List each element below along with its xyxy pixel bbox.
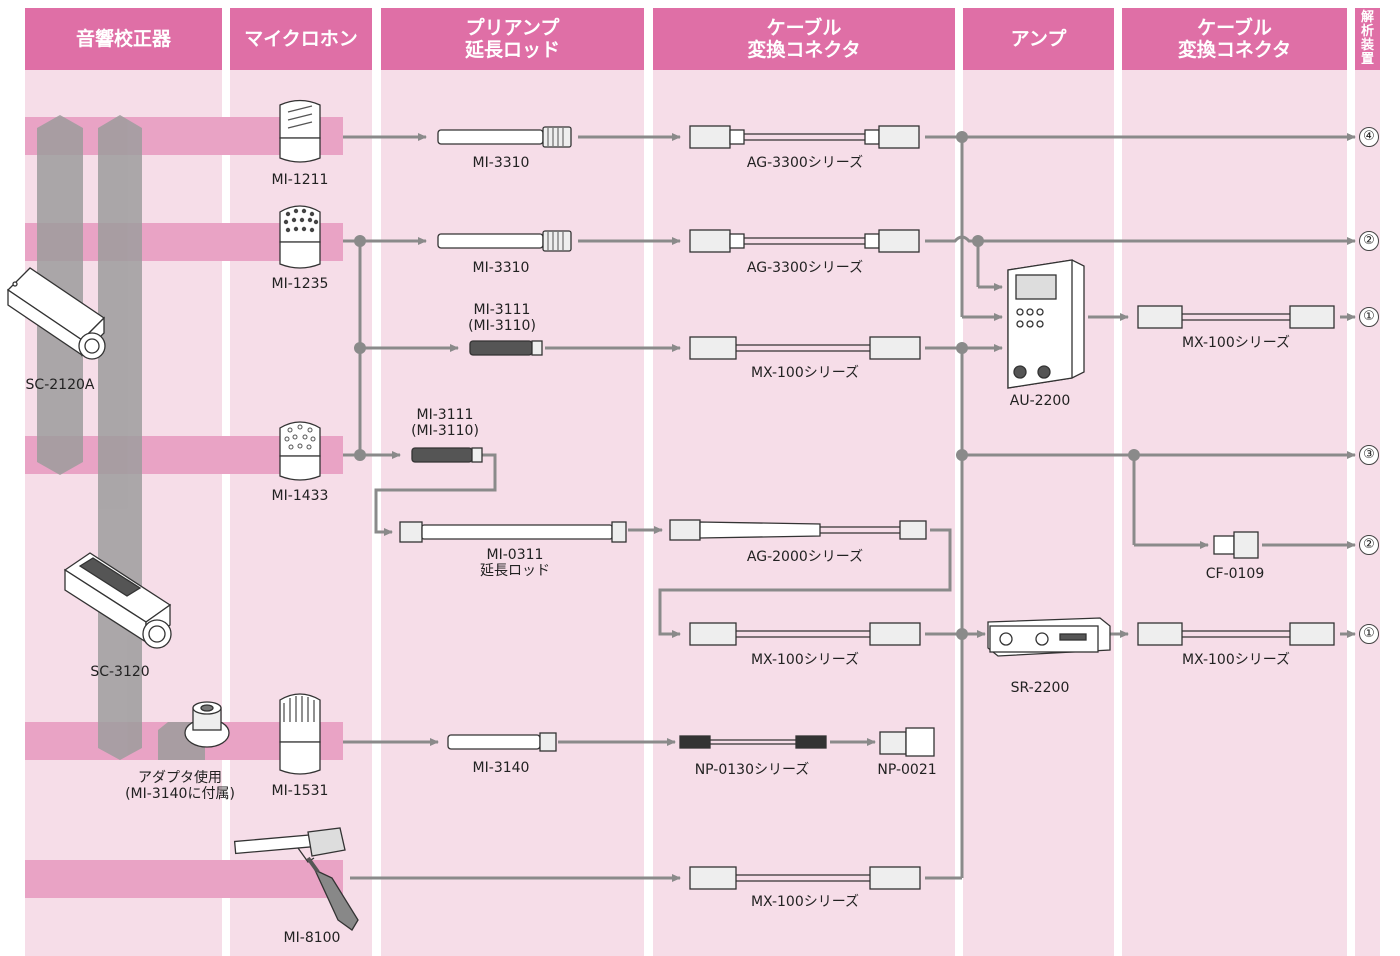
extension-rod-mi0311-icon — [399, 521, 627, 543]
header-cable1-line2: 変換コネクタ — [747, 39, 861, 61]
column-analyzer — [1355, 8, 1380, 956]
header-microphone-label: マイクロホン — [244, 28, 358, 50]
output-marker: ① — [1359, 307, 1379, 327]
output-marker: ① — [1359, 624, 1379, 644]
header-microphone: マイクロホン — [230, 8, 372, 70]
label-mi3111-b-line1: MI-3111 — [416, 407, 474, 423]
header-amp: アンプ — [963, 8, 1114, 70]
header-cable2: ケーブル変換コネクタ — [1122, 8, 1347, 70]
label-mx100-c: MX-100シリーズ — [750, 894, 860, 910]
header-cable2-line1: ケーブル — [1197, 17, 1272, 39]
label-mx100-b: MX-100シリーズ — [750, 652, 860, 668]
microphone-mi1433-icon — [279, 421, 321, 481]
label-ag3300-a: AG-3300シリーズ — [746, 155, 864, 171]
label-ag3300-b: AG-3300シリーズ — [746, 260, 864, 276]
label-sr2200: SR-2200 — [1010, 680, 1070, 696]
output-marker: ② — [1359, 231, 1379, 251]
calibrator-sc2120a-icon — [6, 267, 106, 360]
label-sc3120: SC-3120 — [90, 664, 150, 680]
amp-au2200-icon — [1007, 259, 1085, 389]
label-mi3111-b-line2: (MI-3110) — [411, 423, 479, 439]
amp-sr2200-icon — [987, 617, 1111, 657]
output-marker: ③ — [1359, 445, 1379, 465]
connector-cf0109-icon — [1213, 531, 1259, 559]
header-cable1-line1: ケーブル — [766, 17, 842, 39]
label-mi8100: MI-8100 — [283, 930, 341, 946]
label-np0021: NP-0021 — [877, 762, 937, 778]
band-mi8100 — [25, 860, 343, 898]
label-mi0311-line1: MI-0311 — [486, 547, 544, 563]
output-marker: ② — [1359, 535, 1379, 555]
label-mi3310-a: MI-3310 — [472, 155, 530, 171]
connection-lines — [343, 133, 1356, 882]
header-analyzer: 解析装置 — [1355, 8, 1380, 70]
label-mx100-e: MX-100シリーズ — [1181, 652, 1291, 668]
cable-mx100-d-icon — [1137, 305, 1335, 329]
microphone-mi1235-icon — [279, 205, 321, 269]
microphone-mi1531-icon — [279, 693, 321, 775]
header-analyzer-char: 装 — [1360, 38, 1374, 53]
label-mi1211: MI-1211 — [271, 172, 329, 188]
cable-mx100-c-icon — [689, 866, 921, 890]
header-preamp: プリアンプ延長ロッド — [381, 8, 644, 70]
label-np0130: NP-0130シリーズ — [694, 762, 810, 778]
label-mi1531: MI-1531 — [271, 783, 329, 799]
label-mi1235: MI-1235 — [271, 276, 329, 292]
cable-mx100-a-icon — [689, 336, 921, 360]
header-analyzer-char: 置 — [1360, 52, 1374, 67]
label-mi0311-line2: 延長ロッド — [480, 563, 550, 579]
header-cable2-line2: 変換コネクタ — [1177, 39, 1292, 61]
label-mx100-d: MX-100シリーズ — [1181, 335, 1291, 351]
column-amp — [963, 8, 1114, 956]
header-calibrator: 音響校正器 — [25, 8, 222, 70]
label-mi0311: MI-0311 延長ロッド — [480, 547, 550, 579]
label-sc2120a: SC-2120A — [25, 377, 95, 393]
cable-ag2000-icon — [669, 519, 927, 541]
header-cable1: ケーブル変換コネクタ — [653, 8, 955, 70]
label-mi3111-b: MI-3111 (MI-3110) — [411, 407, 479, 439]
label-mi1433: MI-1433 — [271, 488, 329, 504]
label-cf0109: CF-0109 — [1205, 566, 1265, 582]
header-analyzer-char: 解 — [1360, 10, 1374, 25]
column-microphone — [230, 8, 372, 956]
adapter-icon — [184, 701, 230, 748]
microphone-mi8100-icon — [233, 827, 359, 931]
preamp-mi3111-a-icon — [469, 340, 543, 356]
label-mi3310-b: MI-3310 — [472, 260, 530, 276]
junction-dots — [354, 131, 1140, 640]
label-mi3111-a-line1: MI-3111 — [473, 302, 531, 318]
column-cable1 — [653, 8, 955, 956]
column-preamp — [381, 8, 644, 956]
cable-mx100-b-icon — [689, 622, 921, 646]
output-marker: ④ — [1359, 127, 1379, 147]
header-preamp-line1: プリアンプ — [465, 17, 560, 39]
header-amp-label: アンプ — [1010, 28, 1067, 50]
header-preamp-line2: 延長ロッド — [464, 39, 560, 61]
label-mx100-a: MX-100シリーズ — [750, 365, 860, 381]
preamp-mi3111-b-icon — [411, 447, 483, 463]
label-mi3140: MI-3140 — [472, 760, 530, 776]
calibrator-sc3120-icon — [63, 552, 172, 649]
label-mi3111-a-line2: (MI-3110) — [468, 318, 536, 334]
cable-ag3300-a-icon — [689, 125, 920, 149]
preamp-mi3140-icon — [447, 732, 557, 752]
label-adapter-line2: (MI-3140に付属) — [125, 786, 235, 802]
label-ag2000: AG-2000シリーズ — [746, 549, 864, 565]
label-adapter-line1: アダプタ使用 — [138, 770, 222, 786]
header-analyzer-char: 析 — [1360, 24, 1374, 39]
preamp-mi3310-a-icon — [437, 126, 572, 148]
cable-mx100-e-icon — [1137, 622, 1335, 646]
microphone-mi1211-icon — [279, 99, 321, 163]
label-mi3111-a: MI-3111 (MI-3110) — [468, 302, 536, 334]
preamp-mi3310-b-icon — [437, 230, 572, 252]
label-adapter: アダプタ使用 (MI-3140に付属) — [125, 770, 235, 802]
connector-np0021-icon — [879, 727, 935, 757]
cable-np0130-icon — [679, 735, 827, 749]
cable-ag3300-b-icon — [689, 229, 920, 253]
column-cable2 — [1122, 8, 1347, 956]
header-calibrator-label: 音響校正器 — [75, 28, 171, 50]
label-au2200: AU-2200 — [1009, 393, 1071, 409]
